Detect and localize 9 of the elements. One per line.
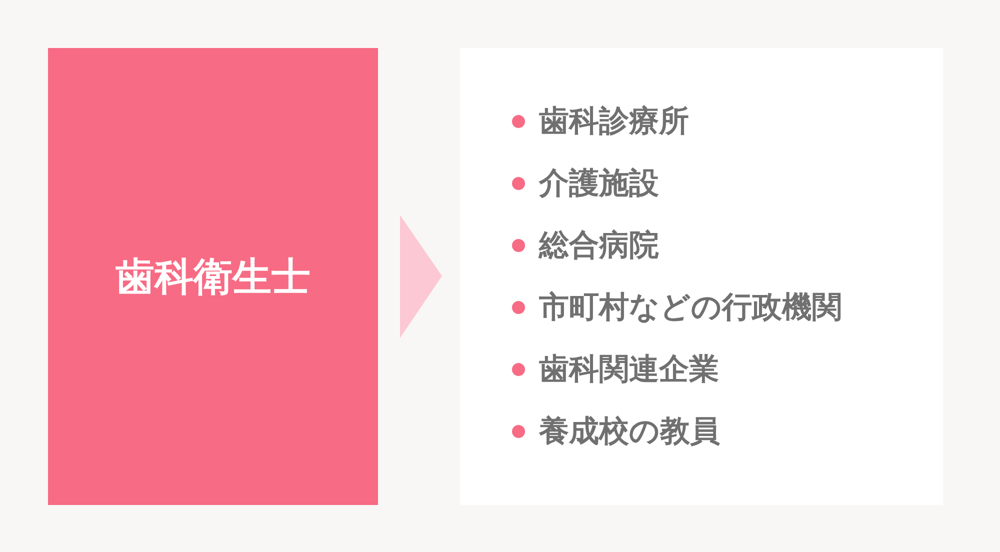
- chevron-arrow: [400, 215, 442, 338]
- list-item: 介護施設: [539, 165, 659, 203]
- title-box: 歯科衛生士: [48, 48, 378, 505]
- list-item: 歯科関連企業: [539, 351, 719, 389]
- list-panel: [460, 48, 943, 505]
- list-item: 市町村などの行政機関: [539, 289, 842, 327]
- list-item: 歯科診療所: [539, 103, 689, 141]
- list-item: 養成校の教員: [539, 413, 720, 451]
- list-item: 総合病院: [539, 227, 659, 265]
